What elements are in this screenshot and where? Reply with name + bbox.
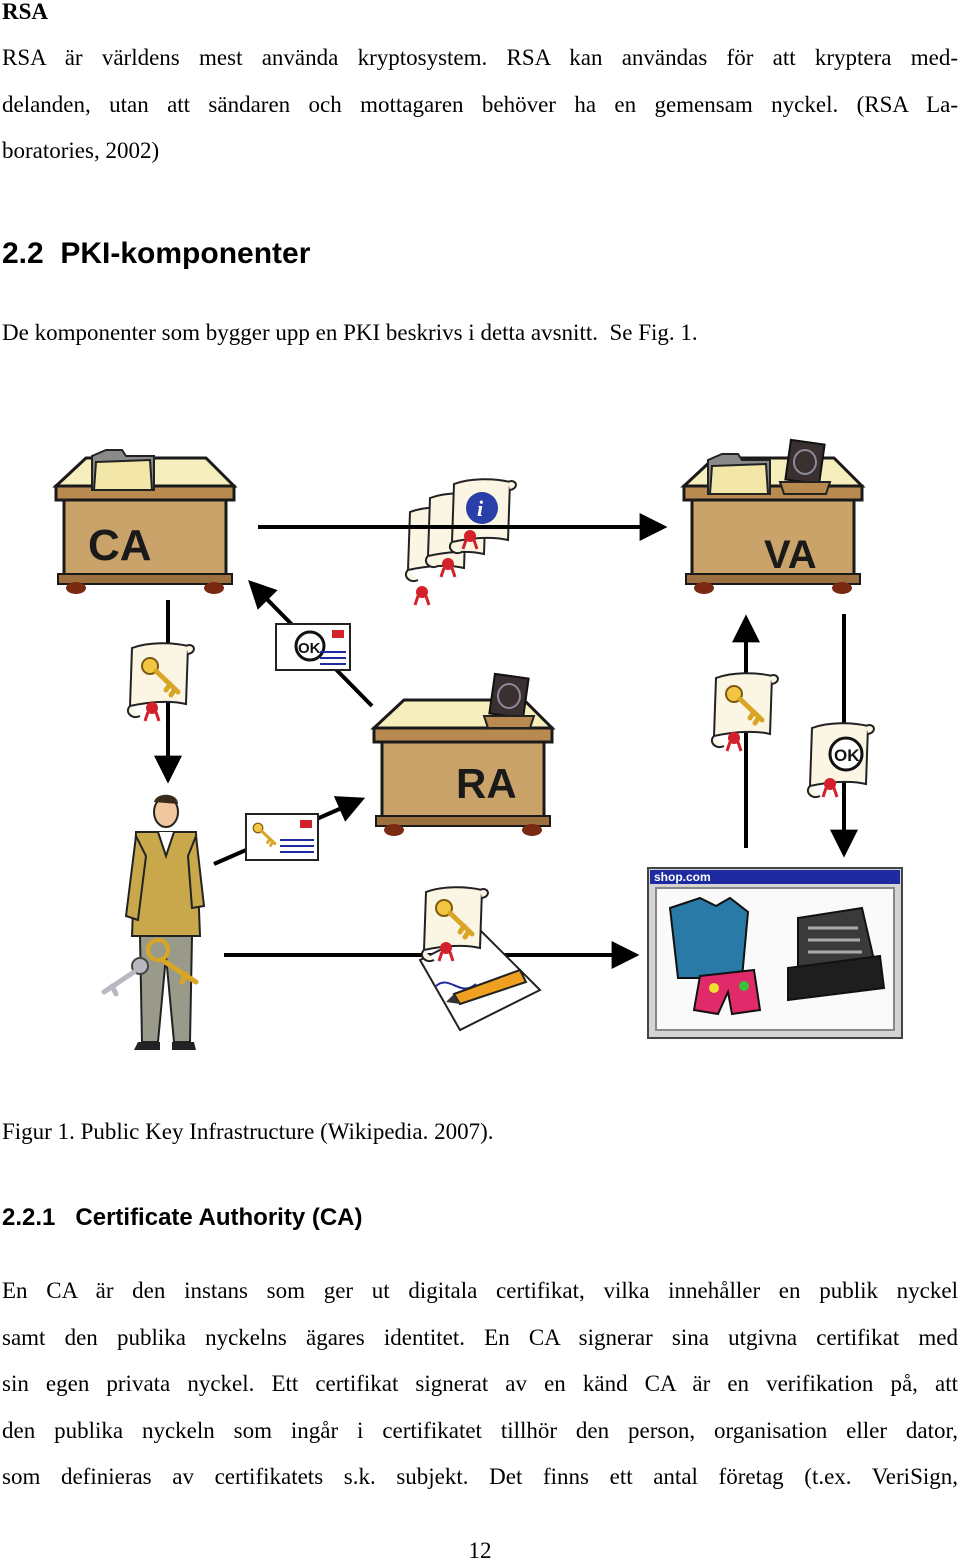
ra-desk: RA xyxy=(372,672,554,838)
page-number: 12 xyxy=(468,1538,492,1563)
ca-line-2: samt den publika nyckelns ägares identit… xyxy=(2,1324,958,1350)
pki-heading: 2.2 PKI-komponenter xyxy=(2,237,311,270)
va-label: VA xyxy=(764,533,817,577)
folder-icon xyxy=(707,453,771,495)
rsa-line-3: boratories, 2002) xyxy=(2,138,160,163)
shorts-icon xyxy=(692,968,762,1016)
folder-icon xyxy=(91,449,155,491)
ok-seal-icon: OK xyxy=(298,640,321,657)
shop-window: shop.com xyxy=(647,867,903,1039)
key-certificate xyxy=(126,642,195,723)
figure-caption: Figur 1. Public Key Infrastructure (Wiki… xyxy=(2,1119,494,1144)
ca-line-5: som definieras av certifikatets s.k. sub… xyxy=(2,1464,958,1489)
pencil-icon xyxy=(446,968,528,1006)
ca-line-1: En CA är den instans som ger ut digitala… xyxy=(2,1278,958,1303)
ok-certificate: OK xyxy=(806,722,875,799)
pki-intro: De komponenter som bygger upp en PKI bes… xyxy=(2,320,698,345)
rsa-heading: RSA xyxy=(2,0,49,24)
svg-text:OK: OK xyxy=(834,746,860,765)
rsa-line-1: RSA är världens mest använda kryptosyste… xyxy=(2,45,958,70)
window-title: shop.com xyxy=(654,870,711,884)
ok-card: OK xyxy=(275,623,351,671)
ca-desk: CA xyxy=(54,449,236,596)
va-desk: VA xyxy=(682,438,864,596)
pki-figure: CA VA RA i xyxy=(54,438,903,1050)
ca-label: CA xyxy=(88,521,152,570)
ca-line-3: sin egen privata nyckel. Ett certifikat … xyxy=(2,1371,958,1396)
svg-text:i: i xyxy=(477,496,484,521)
info-icon: i xyxy=(466,492,498,524)
ca-paragraph: En CA är den instans som ger ut digitala… xyxy=(2,1268,958,1501)
key-card xyxy=(245,813,319,861)
shirt-icon xyxy=(668,896,750,979)
ra-label: RA xyxy=(456,760,517,807)
key-icon xyxy=(146,938,199,985)
ca-heading: 2.2.1 Certificate Authority (CA) xyxy=(2,1204,363,1231)
ok-seal-icon: OK xyxy=(828,736,864,772)
rsa-paragraph: RSA är världens mest använda kryptosyste… xyxy=(2,35,958,175)
key-icon xyxy=(101,957,149,997)
cash-register-icon xyxy=(787,906,886,1002)
person-figure xyxy=(101,794,206,1050)
signed-document xyxy=(418,886,542,1032)
certificate-stack: i xyxy=(404,478,517,607)
rsa-line-2: delanden, utan att sändaren och mottagar… xyxy=(2,91,958,117)
ca-line-4: den publika nyckeln som ingår i certifik… xyxy=(2,1417,958,1443)
